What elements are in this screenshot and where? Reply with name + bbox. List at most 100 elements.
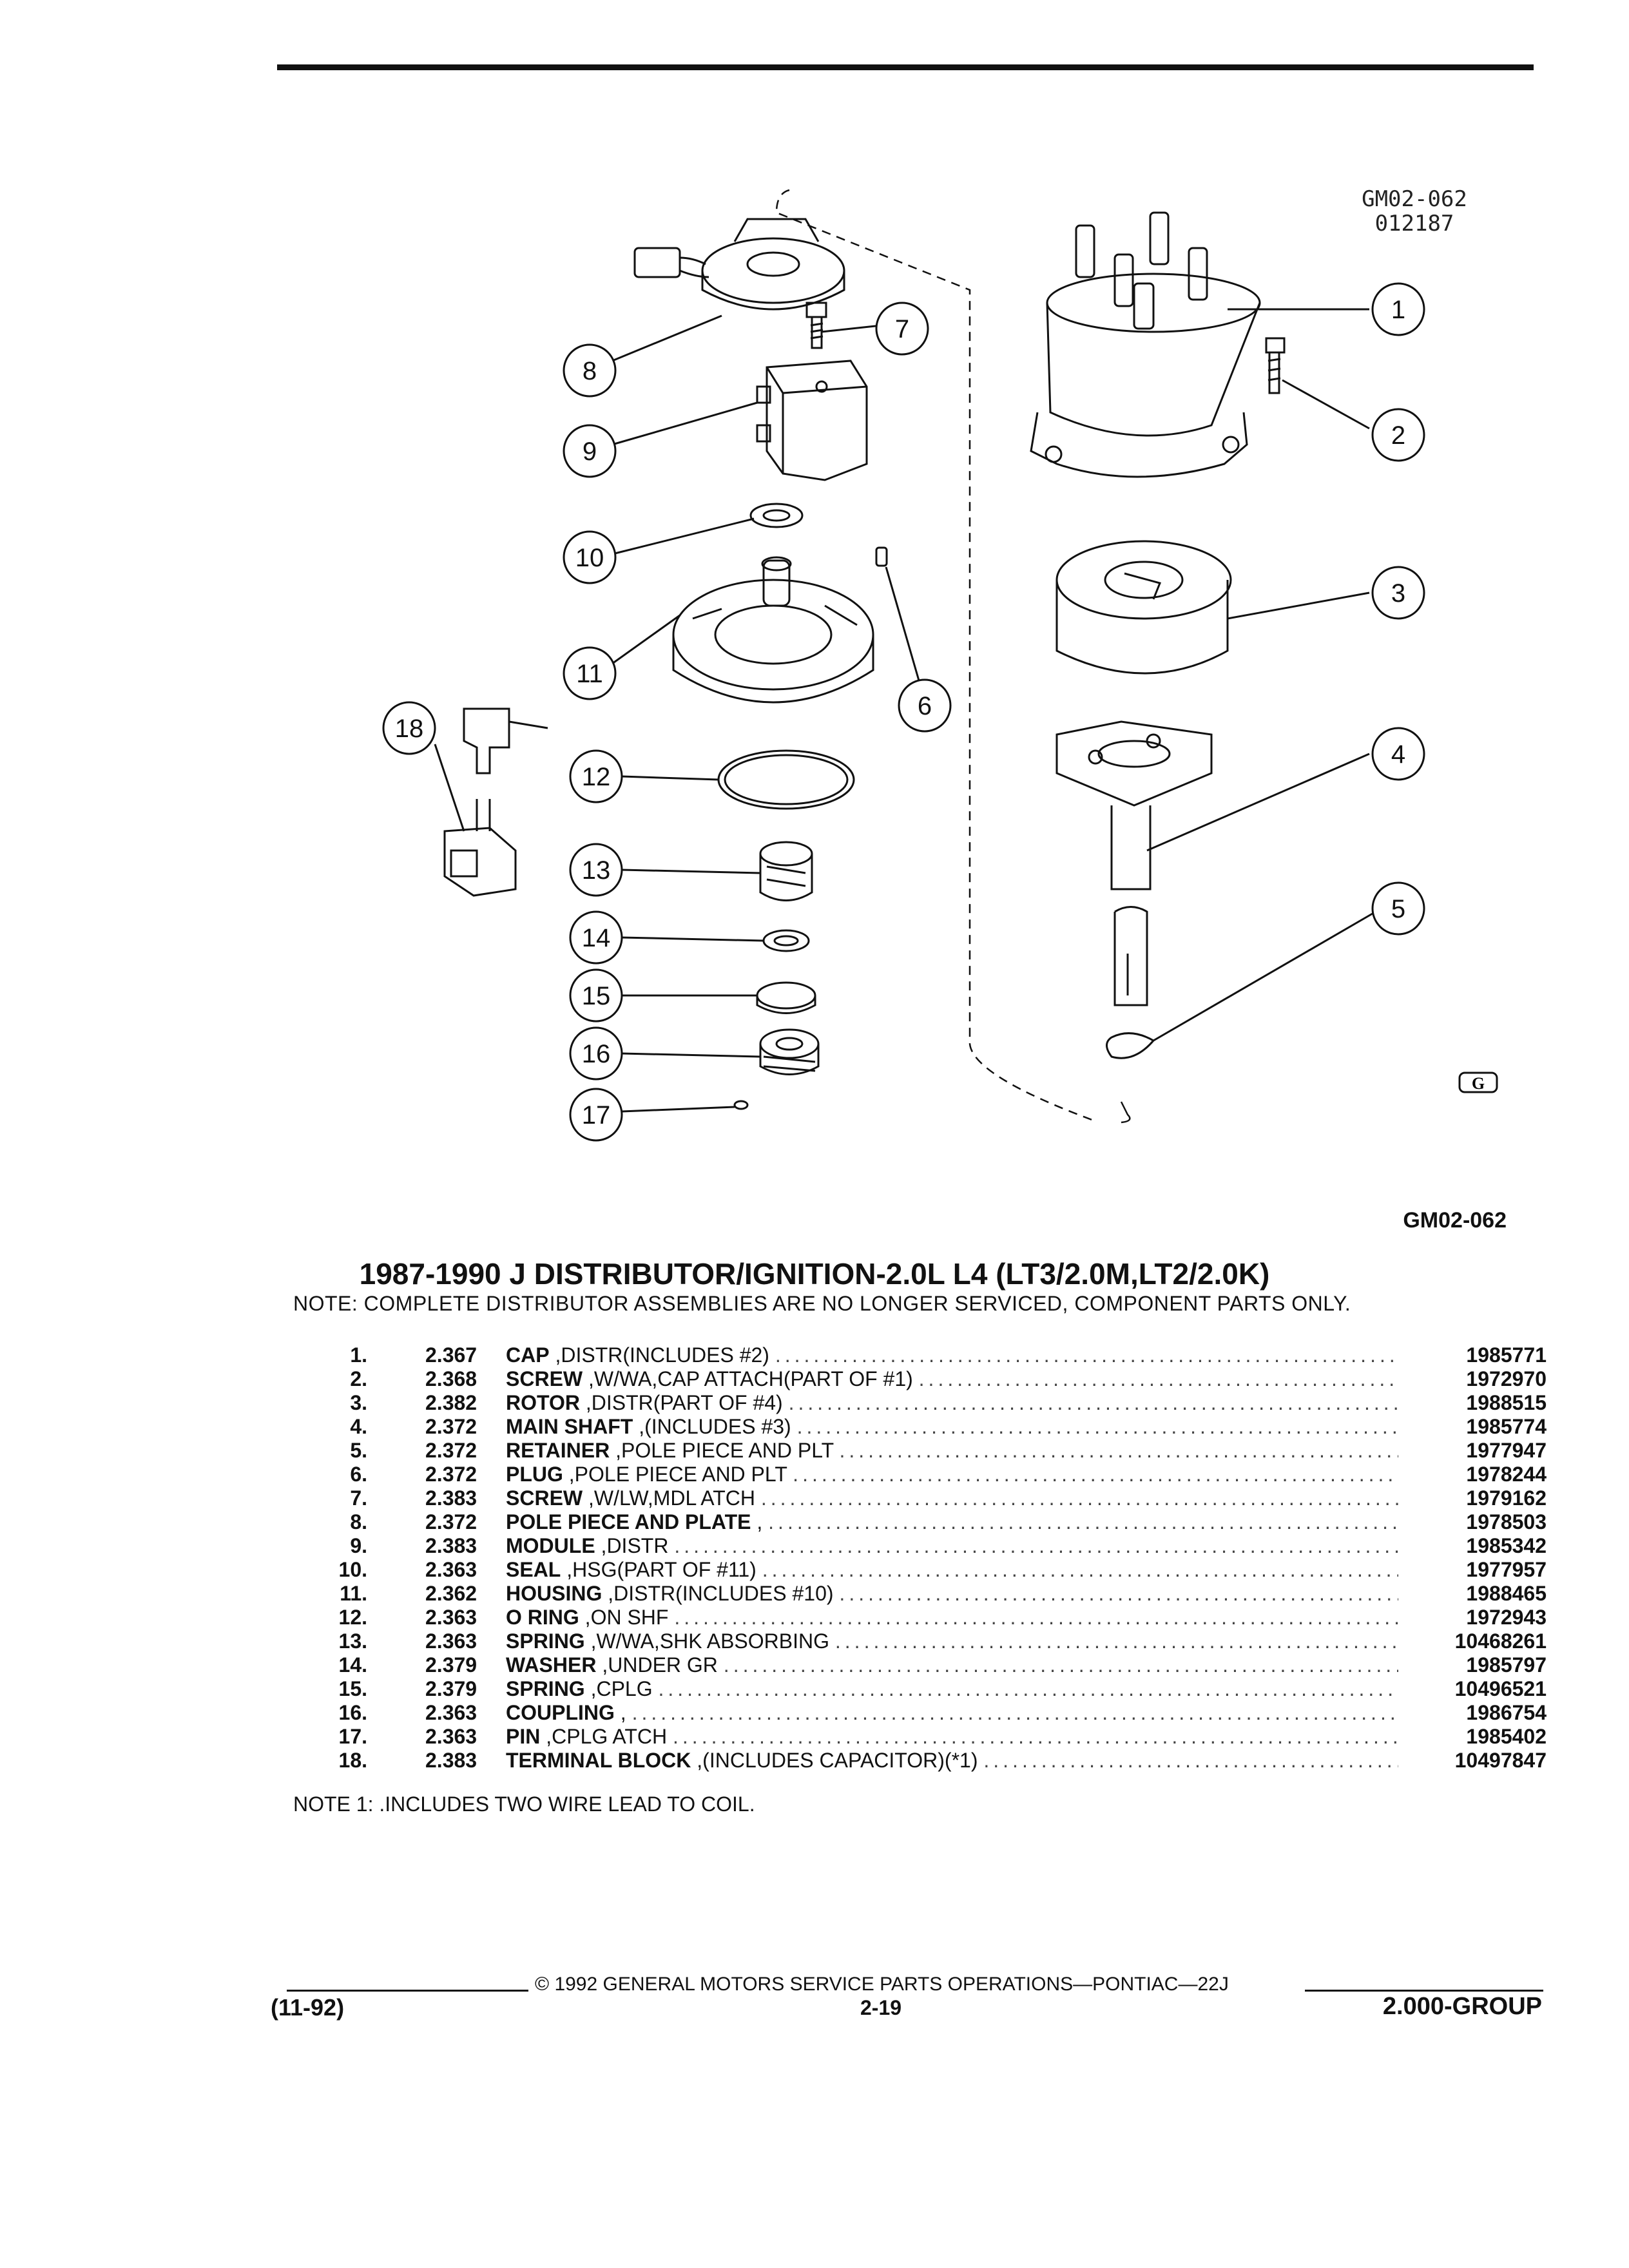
dot-leader: ........................................… — [834, 1629, 1398, 1653]
part-name: WASHER — [506, 1653, 597, 1677]
callout-6: 6 — [918, 692, 932, 720]
part-index: 16. — [338, 1701, 367, 1724]
group-number: 2.379 — [425, 1677, 477, 1700]
part-description: SCREW ,W/WA,CAP ATTACH(PART OF #1) .....… — [506, 1367, 1398, 1391]
group-number: 2.372 — [425, 1415, 477, 1438]
part-index: 9. — [350, 1534, 367, 1557]
dot-leader: ........................................… — [918, 1367, 1398, 1390]
part-number: 1985797 — [1398, 1653, 1547, 1677]
group-number: 2.363 — [425, 1558, 477, 1581]
plug-part — [875, 546, 888, 567]
part-number: 10497847 — [1398, 1749, 1547, 1773]
part-index: 14. — [338, 1653, 367, 1677]
group-number: 2.363 — [425, 1725, 477, 1748]
pole-piece-plate-part — [633, 218, 845, 311]
part-detail: ,(INCLUDES #3) — [639, 1415, 791, 1438]
group-label: 2.000-GROUP — [1382, 1993, 1542, 2020]
dot-leader: ........................................… — [839, 1439, 1398, 1462]
part-index: 7. — [350, 1486, 367, 1510]
group-number: 2.367 — [425, 1343, 477, 1367]
part-detail: , — [757, 1510, 763, 1533]
callout-2: 2 — [1391, 421, 1405, 450]
part-name: CAP — [506, 1343, 550, 1367]
part-index: 15. — [338, 1677, 367, 1700]
part-description: PIN ,CPLG ATCH .........................… — [506, 1725, 1398, 1749]
main-shaft-part — [1055, 720, 1213, 890]
revision-date: (11-92) — [271, 1994, 345, 2021]
part-number: 1988515 — [1398, 1391, 1547, 1415]
callout-9: 9 — [583, 437, 597, 466]
part-name: SEAL — [506, 1558, 561, 1581]
retainer-part — [1106, 906, 1155, 1059]
part-name: SPRING — [506, 1629, 585, 1653]
pin-part — [733, 1100, 749, 1110]
part-index: 18. — [338, 1749, 367, 1772]
group-number: 2.372 — [425, 1510, 477, 1533]
housing-seal-part — [749, 503, 804, 528]
part-name: RETAINER — [506, 1439, 610, 1462]
callout-15: 15 — [582, 982, 611, 1010]
part-detail: ,POLE PIECE AND PLT — [615, 1439, 834, 1462]
part-name: COUPLING — [506, 1701, 615, 1724]
figure-id-line1: GM02-062 — [1362, 186, 1467, 212]
dot-leader: ........................................… — [768, 1510, 1398, 1533]
part-number: 1985342 — [1398, 1534, 1547, 1558]
part-name: O RING — [506, 1606, 579, 1629]
part-detail: ,ON SHF — [584, 1606, 669, 1629]
part-name: ROTOR — [506, 1391, 580, 1414]
page-number: 2-19 — [860, 1996, 902, 2019]
part-number: 1977947 — [1398, 1439, 1547, 1463]
footer-rule-left — [287, 1990, 528, 1992]
part-number: 1972943 — [1398, 1606, 1547, 1629]
part-detail: ,DISTR(PART OF #4) — [585, 1391, 783, 1414]
part-detail: ,DISTR(INCLUDES #10) — [608, 1582, 834, 1605]
dot-leader: ........................................… — [658, 1677, 1399, 1700]
part-detail: , — [620, 1701, 626, 1724]
callout-17: 17 — [582, 1101, 611, 1129]
part-number: 1977957 — [1398, 1558, 1547, 1582]
terminal-block-part — [443, 707, 548, 897]
part-description: WASHER ,UNDER GR .......................… — [506, 1653, 1398, 1677]
part-description: MAIN SHAFT ,(INCLUDES #3) ..............… — [506, 1415, 1398, 1439]
service-note: NOTE: COMPLETE DISTRIBUTOR ASSEMBLIES AR… — [293, 1292, 1351, 1315]
dot-leader: ........................................… — [788, 1391, 1398, 1414]
part-detail: ,HSG(PART OF #11) — [566, 1558, 757, 1581]
part-number: 1972970 — [1398, 1367, 1547, 1391]
part-index: 4. — [350, 1415, 367, 1438]
dot-leader: ........................................… — [723, 1653, 1398, 1677]
housing-part — [672, 556, 874, 704]
coupling-spring-part — [756, 981, 816, 1014]
part-description: COUPLING , .............................… — [506, 1701, 1398, 1725]
dot-leader: ........................................… — [793, 1463, 1398, 1486]
cap-screw-part — [1265, 337, 1286, 394]
svg-text:G: G — [1472, 1074, 1485, 1093]
dot-leader: ........................................… — [760, 1486, 1398, 1510]
dot-leader: ........................................… — [674, 1534, 1398, 1557]
o-ring-part — [717, 749, 855, 810]
part-description: ROTOR ,DISTR(PART OF #4) ...............… — [506, 1391, 1398, 1415]
part-number: 1985774 — [1398, 1415, 1547, 1439]
callout-10: 10 — [575, 544, 604, 572]
callout-8: 8 — [583, 357, 597, 385]
part-index: 2. — [350, 1367, 367, 1390]
part-description: SEAL ,HSG(PART OF #11) .................… — [506, 1558, 1398, 1582]
group-number: 2.372 — [425, 1439, 477, 1462]
callout-16: 16 — [582, 1040, 611, 1068]
part-detail: ,DISTR(INCLUDES #2) — [555, 1343, 769, 1367]
part-description: O RING ,ON SHF .........................… — [506, 1606, 1398, 1629]
group-number: 2.382 — [425, 1391, 477, 1414]
coupling-part — [759, 1028, 820, 1075]
part-name: SPRING — [506, 1677, 585, 1700]
rotor-part — [1055, 540, 1232, 675]
part-number: 1985771 — [1398, 1343, 1547, 1367]
callout-11: 11 — [576, 660, 603, 688]
part-index: 11. — [340, 1582, 367, 1605]
